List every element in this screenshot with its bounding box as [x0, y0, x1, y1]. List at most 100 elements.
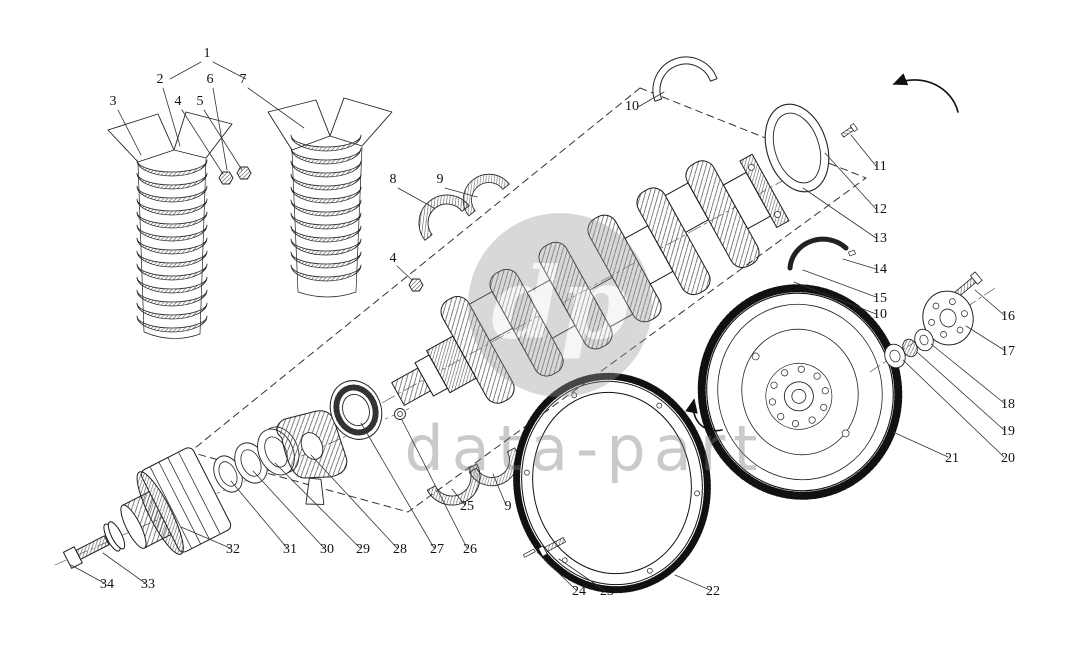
callout-leader-5 — [203, 109, 243, 171]
callout-leader-9 — [444, 187, 478, 198]
hex-nut — [408, 278, 424, 292]
callout-8: 8 — [390, 172, 397, 187]
callout-leader-25 — [451, 488, 466, 506]
callout-26: 26 — [463, 542, 477, 557]
callout-23: 23 — [600, 584, 614, 599]
callout-leader-10 — [637, 91, 665, 108]
callout-leader-11 — [850, 134, 877, 167]
callout-leader-18 — [930, 343, 1005, 404]
callout-27: 27 — [430, 542, 444, 557]
callout-14: 14 — [873, 262, 887, 277]
callout-leader-28 — [310, 454, 398, 549]
callout-leader-10 — [793, 281, 877, 315]
hex-nut — [236, 166, 252, 180]
roller-bearing — [329, 380, 383, 440]
crankshaft — [381, 153, 794, 406]
callout-leader-9 — [492, 473, 507, 506]
callout-leader-33 — [102, 552, 146, 584]
seal-bolt — [840, 123, 858, 138]
callout-leader-21 — [892, 431, 949, 458]
callout-leader-13 — [802, 187, 877, 239]
adapter-hub — [884, 343, 906, 369]
bearing-shell-box-left — [107, 111, 233, 339]
adapter-flange — [922, 290, 974, 346]
bearing-shell-box-right — [267, 97, 393, 298]
callout-leader-26 — [401, 419, 468, 549]
callout-leader-31 — [230, 480, 288, 549]
callout-leader-16 — [974, 289, 1005, 316]
starter-ring-gear — [513, 372, 711, 594]
callout-2: 2 — [157, 72, 164, 87]
callout-33: 33 — [141, 577, 155, 592]
callout-leader-17 — [965, 325, 1005, 351]
rear-seal-ring — [764, 103, 830, 193]
oil-slinger — [276, 410, 348, 505]
ring-gear-bolt — [538, 537, 566, 557]
callout-leader-19 — [916, 351, 1005, 431]
callout-leader-2 — [162, 87, 181, 147]
callout-leader-8 — [397, 187, 435, 209]
callout-leader-29 — [274, 462, 361, 549]
callout-5: 5 — [197, 94, 204, 109]
callout-32: 32 — [226, 542, 240, 557]
callout-leader-6 — [212, 87, 228, 171]
watermark-text: data-part — [404, 412, 765, 485]
hex-nut — [218, 171, 234, 185]
thrust-half-ring-lower — [787, 236, 856, 271]
ring-gear-pin — [522, 548, 536, 558]
callout-9: 9 — [437, 172, 444, 187]
bearing-shell-stack-right — [290, 134, 362, 282]
callout-28: 28 — [393, 542, 407, 557]
callout-leader-4 — [396, 265, 413, 281]
callout-31: 31 — [283, 542, 297, 557]
callout-3: 3 — [110, 94, 117, 109]
callout-30: 30 — [320, 542, 334, 557]
pulley-ring — [213, 455, 243, 493]
rotation-arrow-top — [892, 73, 959, 113]
rotation-arrow-mid — [685, 398, 723, 432]
callout-24: 24 — [572, 584, 586, 599]
bearing-shell-stack-left — [136, 159, 208, 333]
callout-leader-22 — [674, 574, 711, 591]
callout-34: 34 — [100, 577, 114, 592]
callout-25: 25 — [460, 499, 474, 514]
callout-22: 22 — [706, 584, 720, 599]
small-ring — [394, 408, 406, 420]
callout-19: 19 — [1001, 424, 1015, 439]
callout-leader-1 — [169, 61, 202, 80]
callout-10: 10 — [625, 99, 639, 114]
flywheel — [697, 284, 903, 500]
callout-1: 1 — [204, 46, 211, 61]
watermark: dp data-part — [404, 213, 765, 485]
callout-12: 12 — [873, 202, 887, 217]
callout-leader-4 — [181, 109, 224, 175]
callout-21: 21 — [945, 451, 959, 466]
thrust-half-ring-top — [652, 56, 718, 102]
watermark-logo-circle — [468, 213, 652, 397]
crankshaft-pulley — [62, 447, 232, 569]
callout-leader-1 — [212, 61, 247, 80]
callout-7: 7 — [240, 72, 247, 87]
watermark-logo-text: dp — [491, 247, 628, 362]
callout-leader-14 — [842, 258, 877, 270]
callout-10: 10 — [873, 307, 887, 322]
callout-leader-24 — [536, 551, 577, 591]
callout-leader-27 — [360, 422, 435, 549]
callout-20: 20 — [1001, 451, 1015, 466]
callout-leader-12 — [824, 152, 877, 210]
callout-13: 13 — [873, 231, 887, 246]
callout-leader-7 — [247, 87, 305, 129]
callout-leader-23 — [558, 558, 605, 591]
callout-4: 4 — [390, 251, 397, 266]
callout-29: 29 — [356, 542, 370, 557]
callout-16: 16 — [1001, 309, 1015, 324]
callout-17: 17 — [1001, 344, 1015, 359]
callout-15: 15 — [873, 291, 887, 306]
callout-leader-20 — [902, 359, 1005, 458]
callout-18: 18 — [1001, 397, 1015, 412]
callout-11: 11 — [873, 159, 886, 174]
callout-leader-32 — [180, 526, 231, 549]
